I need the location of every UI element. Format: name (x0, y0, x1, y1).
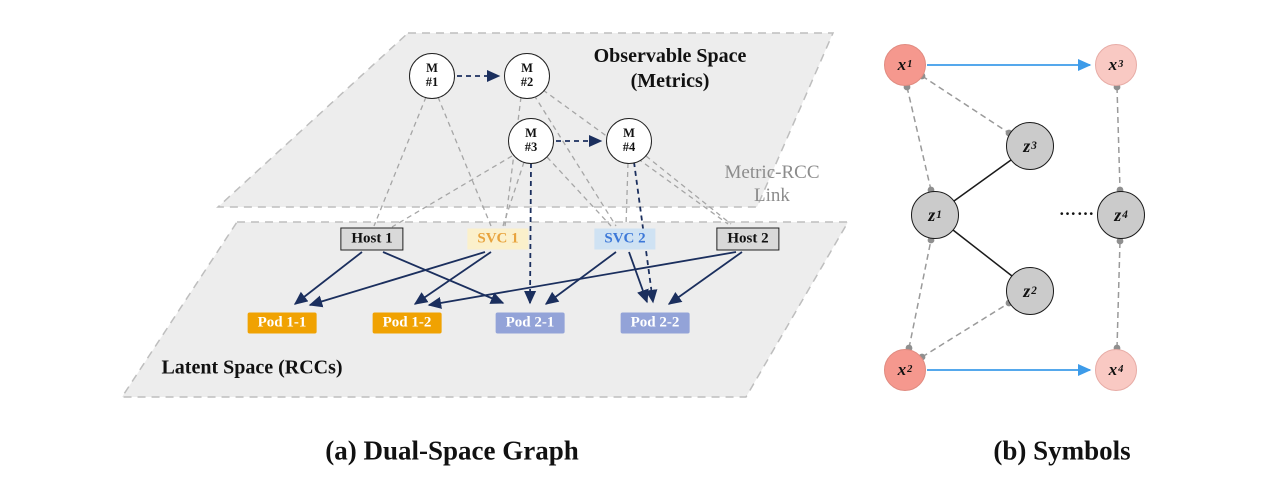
edge-x1-z3 (921, 75, 1010, 134)
svc1-node: SVC 1 (467, 228, 529, 250)
edge-x2-z1 (908, 239, 932, 349)
metric-node-m4-line2: #4 (622, 140, 636, 154)
latent-space-plane (120, 221, 850, 398)
arrow-svc1-pod11 (308, 251, 486, 308)
arrow-m4-pod22 (633, 161, 658, 304)
host1-node: Host 1 (340, 227, 404, 251)
metric-node-m1-line2: #1 (425, 75, 439, 89)
metric-node-m4-line1: M (623, 126, 635, 141)
edge-m4-svc2 (625, 162, 629, 227)
edge-m3-svc2 (546, 156, 612, 227)
edge-m3-svc1 (502, 161, 525, 227)
metric-node-m2-line2: #2 (520, 75, 534, 89)
pod21-node: Pod 2-1 (495, 312, 565, 334)
latent-arrows (293, 251, 743, 309)
arrow-svc2-pod22 (628, 251, 649, 304)
z1-label: z (928, 204, 936, 225)
observable-space-title: Observable Space (Metrics) (594, 44, 747, 94)
observable-space-title-line1: Observable Space (593, 45, 747, 67)
metric-rcc-links (373, 89, 732, 228)
metric-node-m1: M #1 (409, 53, 455, 99)
arrow-svc1-pod12 (413, 251, 492, 305)
edge-x2-z2 (921, 302, 1010, 358)
metric-node-m3: M #3 (508, 118, 554, 164)
edge-m2-host2 (542, 89, 729, 225)
metric-rcc-link-label-line1: Metric-RCC (724, 162, 820, 184)
edge-m2-svc1 (504, 96, 522, 227)
panel-a-caption: (a) Dual-Space Graph (325, 435, 579, 466)
edge-m2-svc2 (533, 94, 617, 227)
edge-z1-z2 (952, 229, 1013, 277)
pod22-node: Pod 2-2 (620, 312, 690, 334)
arrow-host1-pod21 (382, 251, 505, 304)
edge-x4-z4 (1116, 240, 1121, 349)
metric-node-m3-line2: #3 (524, 140, 538, 154)
pod11-node: Pod 1-1 (247, 312, 317, 334)
x4-label: x (1108, 360, 1118, 379)
arrow-host2-pod22 (667, 251, 743, 305)
x1-label: x (897, 55, 907, 74)
panel-b-caption: (b) Symbols (993, 435, 1131, 466)
metric-node-m4: M #4 (606, 118, 652, 164)
metric-rcc-link-label: Metric-RCC Link (725, 162, 820, 208)
metric-node-m2-line1: M (521, 61, 533, 76)
latent-space-title: Latent Space (RCCs) (161, 356, 343, 379)
z3-label: z (1023, 135, 1031, 156)
edge-m4-host2 (645, 155, 732, 225)
edge-x3-z4 (1116, 86, 1121, 191)
z-ellipsis: …… (1059, 200, 1095, 219)
z4-label: z (1114, 204, 1122, 225)
observable-space-title-line2: (Metrics) (630, 70, 710, 92)
arrow-host1-pod11 (293, 251, 363, 305)
x2-label: x (897, 360, 907, 379)
metric-causal-arrows (457, 69, 658, 305)
metric-node-m3-line1: M (525, 126, 537, 141)
x3-label: x (1108, 55, 1118, 74)
arrow-host2-pod12 (427, 251, 737, 309)
pod12-node: Pod 1-2 (372, 312, 442, 334)
metric-node-m1-line1: M (426, 61, 438, 76)
z2-label: z (1023, 280, 1031, 301)
host2-node: Host 2 (716, 227, 780, 251)
edge-z1-z3 (953, 159, 1012, 202)
metric-rcc-link-label-line2: Link (754, 185, 790, 206)
edge-x1-z1 (906, 86, 932, 191)
svc2-node: SVC 2 (594, 228, 656, 250)
metric-node-m2: M #2 (504, 53, 550, 99)
